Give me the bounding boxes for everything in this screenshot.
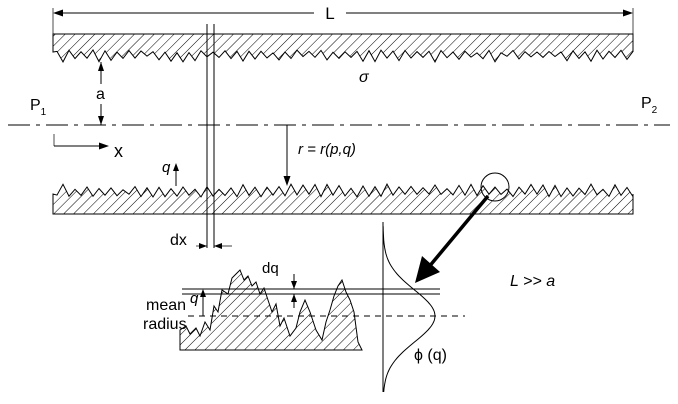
bottom-wall bbox=[52, 183, 634, 215]
phi-label: ϕ (q) bbox=[414, 347, 447, 364]
roughness-detail: q dq mean radius bbox=[143, 260, 465, 351]
r-arrow: r = r(p,q) bbox=[283, 125, 356, 186]
probability-distribution: ϕ (q) bbox=[382, 222, 447, 393]
p2-label: P2 bbox=[641, 95, 658, 116]
radius-a-label: a bbox=[96, 86, 105, 103]
top-wall bbox=[52, 33, 634, 63]
length-label: L bbox=[325, 4, 334, 23]
q-pipe-marker: q bbox=[162, 159, 179, 186]
q-pipe-label: q bbox=[162, 159, 171, 176]
length-dimension: L bbox=[52, 4, 634, 34]
pipe-walls bbox=[52, 33, 634, 215]
x-axis-arrow: x bbox=[53, 134, 123, 161]
rough-surface-detail bbox=[179, 269, 363, 351]
q-detail-label: q bbox=[190, 290, 199, 307]
radius-a-dimension: a bbox=[96, 62, 105, 125]
dq-label: dq bbox=[262, 260, 279, 277]
dx-slice: dx bbox=[170, 24, 232, 249]
p1-label: P1 bbox=[30, 97, 47, 118]
distribution-curve bbox=[382, 225, 436, 393]
r-equation: r = r(p,q) bbox=[298, 141, 356, 158]
condition-label: L >> a bbox=[510, 273, 555, 290]
x-label: x bbox=[114, 141, 123, 161]
dx-label: dx bbox=[170, 232, 187, 249]
radius-label: radius bbox=[143, 316, 187, 333]
sigma-label: σ bbox=[359, 69, 370, 86]
mean-label: mean bbox=[146, 297, 186, 314]
zoom-indicator bbox=[415, 172, 510, 283]
